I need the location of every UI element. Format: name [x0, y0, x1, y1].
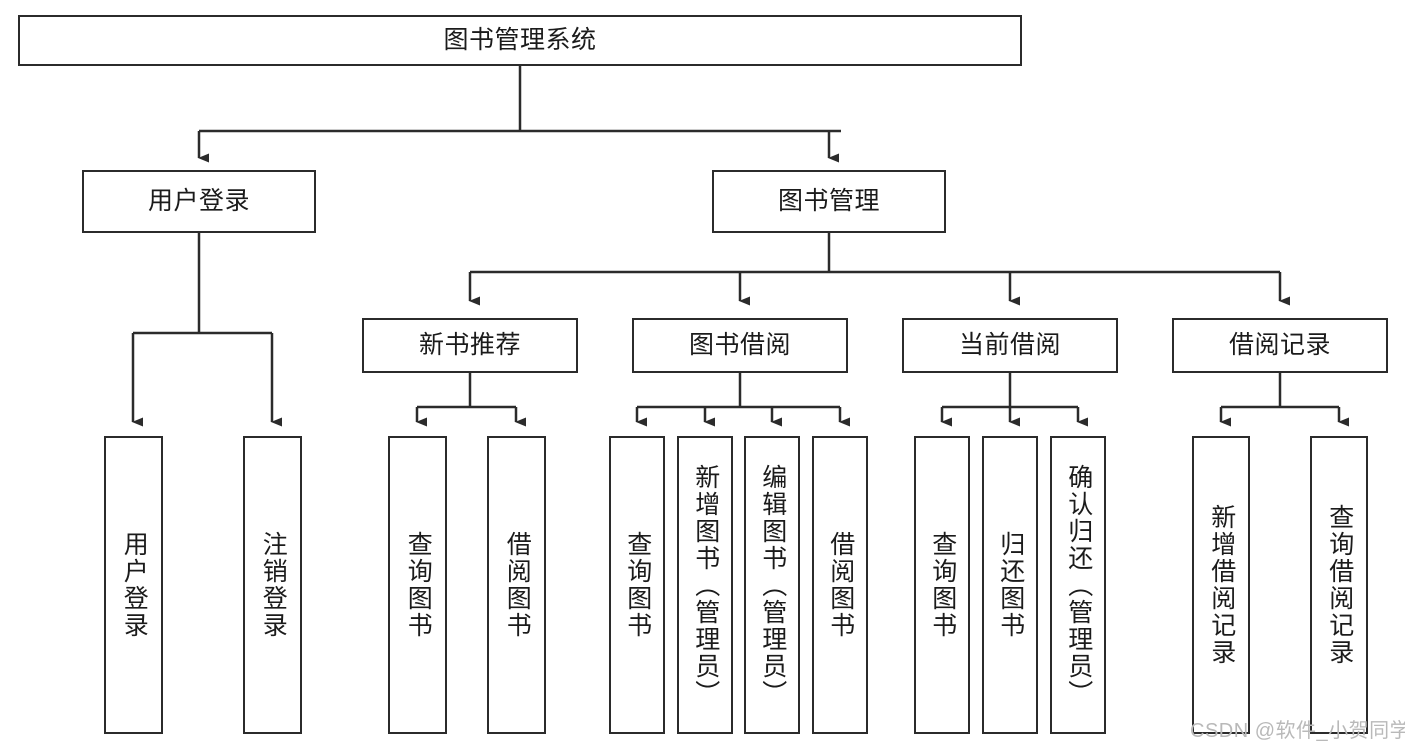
node-label: 借阅记录 — [1228, 330, 1331, 359]
leaf-user-login-signout[interactable]: 注销登录 — [243, 436, 302, 734]
leaf-label: 新增图书（管理员） — [691, 463, 720, 707]
node-label: 图书管理系统 — [443, 25, 597, 54]
leaf-label: 归还图书 — [996, 531, 1025, 639]
leaf-label: 查询借阅记录 — [1325, 504, 1354, 666]
node-label: 图书管理 — [777, 186, 880, 215]
leaf-current-return-book[interactable]: 归还图书 — [982, 436, 1038, 734]
leaf-recommend-borrow-book[interactable]: 借阅图书 — [487, 436, 546, 734]
leaf-current-query-book[interactable]: 查询图书 — [914, 436, 970, 734]
node-borrow-record[interactable]: 借阅记录 — [1172, 318, 1388, 373]
node-label: 新书推荐 — [418, 330, 521, 359]
node-new-book-recommend[interactable]: 新书推荐 — [362, 318, 578, 373]
leaf-label: 用户登录 — [120, 531, 149, 639]
leaf-label: 借阅图书 — [826, 531, 855, 639]
leaf-label: 新增借阅记录 — [1207, 504, 1236, 666]
node-label: 用户登录 — [147, 186, 250, 215]
node-user-login[interactable]: 用户登录 — [82, 170, 316, 233]
node-current-borrow[interactable]: 当前借阅 — [902, 318, 1118, 373]
leaf-record-query-record[interactable]: 查询借阅记录 — [1310, 436, 1368, 734]
leaf-borrow-add-book-admin[interactable]: 新增图书（管理员） — [677, 436, 733, 734]
node-root[interactable]: 图书管理系统 — [18, 15, 1022, 66]
leaf-label: 借阅图书 — [503, 531, 532, 639]
leaf-borrow-borrow-book[interactable]: 借阅图书 — [812, 436, 868, 734]
leaf-record-add-record[interactable]: 新增借阅记录 — [1192, 436, 1250, 734]
leaf-label: 查询图书 — [404, 531, 433, 639]
leaf-user-login-signin[interactable]: 用户登录 — [104, 436, 163, 734]
node-book-borrow[interactable]: 图书借阅 — [632, 318, 848, 373]
watermark-text: CSDN @软件_小贺同学 — [1190, 720, 1405, 742]
leaf-label: 编辑图书（管理员） — [758, 463, 787, 707]
leaf-borrow-edit-book-admin[interactable]: 编辑图书（管理员） — [744, 436, 800, 734]
leaf-label: 查询图书 — [623, 531, 652, 639]
node-label: 图书借阅 — [688, 330, 791, 359]
leaf-borrow-query-book[interactable]: 查询图书 — [609, 436, 665, 734]
node-label: 当前借阅 — [958, 330, 1061, 359]
leaf-label: 确认归还（管理员） — [1064, 463, 1093, 707]
node-book-management[interactable]: 图书管理 — [712, 170, 946, 233]
leaf-recommend-query-book[interactable]: 查询图书 — [388, 436, 447, 734]
leaf-current-confirm-return-admin[interactable]: 确认归还（管理员） — [1050, 436, 1106, 734]
leaf-label: 查询图书 — [928, 531, 957, 639]
leaf-label: 注销登录 — [259, 531, 288, 639]
